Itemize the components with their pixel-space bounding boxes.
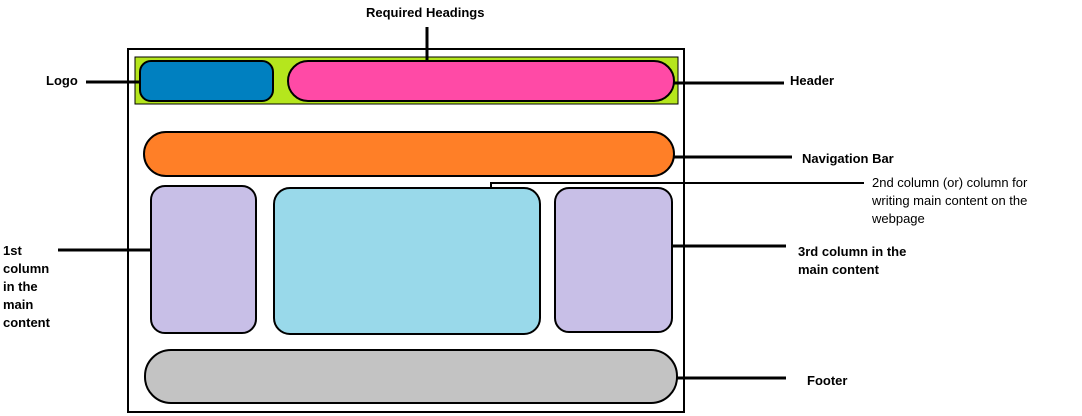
label-logo: Logo [46, 73, 78, 88]
label-column-3: 3rd column in the main content [798, 244, 907, 277]
label-header: Header [790, 73, 835, 88]
label-column-2: 2nd column (or) column for writing main … [872, 175, 1028, 226]
column-2-box [273, 187, 541, 335]
connector-column-2 [490, 182, 864, 189]
column-3-box [554, 187, 673, 333]
column-1-box [150, 185, 257, 334]
footer-box [144, 349, 678, 404]
label-required-headings: Required Headings [366, 5, 485, 20]
logo-box [139, 60, 274, 102]
navigation-bar-box [143, 131, 675, 177]
label-navigation-bar: Navigation Bar [802, 151, 894, 166]
label-column-1: 1st column in the main content [3, 243, 50, 330]
label-footer: Footer [807, 373, 848, 388]
headings-box [287, 60, 675, 102]
